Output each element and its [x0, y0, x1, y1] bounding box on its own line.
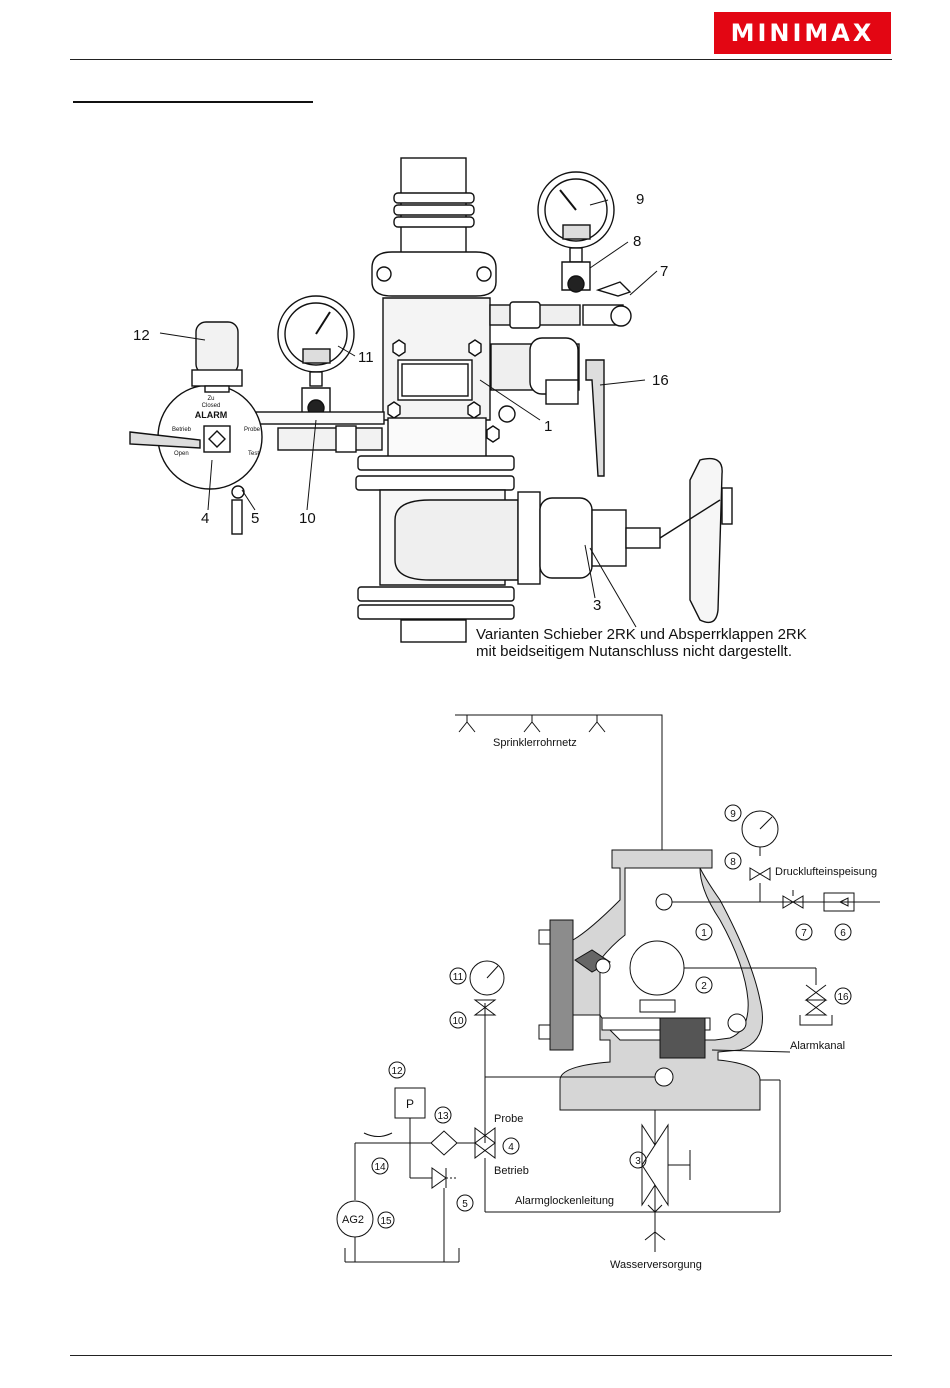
callout-8: 8 — [633, 233, 641, 250]
gauge-11-symbol — [469, 960, 505, 996]
valve-flange-section — [549, 919, 574, 1051]
callout-5: 5 — [251, 510, 259, 527]
handwheel — [689, 457, 723, 624]
alarm-lever — [129, 431, 201, 449]
label-p: P — [406, 1097, 414, 1111]
num-16: 16 — [837, 992, 849, 1003]
num-3: 3 — [635, 1156, 641, 1167]
num-13: 13 — [437, 1111, 449, 1122]
sprinkler-main-line — [455, 714, 663, 850]
filter-13-symbol — [430, 1130, 458, 1156]
footer-rule — [70, 1355, 892, 1356]
dial-open: Open — [174, 451, 189, 457]
nameplate — [397, 359, 473, 401]
middle-flange — [357, 455, 515, 471]
pressure-switch-12-symbol — [394, 1087, 426, 1119]
valve-lever-16 — [585, 359, 605, 477]
top-coupling — [371, 251, 497, 297]
alarm-pressure-switch — [195, 321, 239, 375]
num-1: 1 — [701, 928, 707, 939]
number-circles — [371, 804, 852, 1229]
schematic-labels: Sprinklerrohrnetz Drucklufteinspeisung A… — [342, 737, 877, 1271]
minimax-logo: MINIMAX — [714, 12, 891, 54]
dial-test: Test — [248, 451, 259, 457]
callout-1: 1 — [544, 418, 552, 435]
num-7: 7 — [801, 928, 807, 939]
num-15: 15 — [380, 1216, 392, 1227]
heading-underline — [73, 101, 313, 103]
label-alarmkanal: Alarmkanal — [790, 1040, 845, 1052]
filter-6-symbol — [823, 892, 855, 912]
header-rule — [70, 59, 892, 60]
callout-7: 7 — [660, 263, 668, 280]
callout-leaders — [159, 199, 658, 628]
label-sprinkler: Sprinklerrohrnetz — [493, 737, 577, 749]
label-wasser: Wasserversorgung — [610, 1259, 702, 1271]
num-5: 5 — [462, 1199, 468, 1210]
num-8: 8 — [730, 857, 736, 868]
num-9: 9 — [730, 809, 736, 820]
num-4: 4 — [508, 1142, 514, 1153]
dial-betrieb: Betrieb — [172, 427, 192, 433]
note-line-1: Varianten Schieber 2RK und Absperrklappe… — [476, 626, 807, 643]
num-6: 6 — [840, 928, 846, 939]
num-12: 12 — [391, 1066, 403, 1077]
dial-probe: Probe — [244, 427, 261, 433]
label-betrieb: Betrieb — [494, 1165, 529, 1177]
dial-closed: Closed — [202, 403, 221, 409]
label-alarmglocke: Alarmglockenleitung — [515, 1195, 614, 1207]
dial-zu: Zu — [207, 396, 214, 402]
note-line-2: mit beidseitigem Nutanschluss nicht darg… — [476, 643, 792, 660]
valve-station-drawing — [129, 157, 733, 643]
callout-9: 9 — [636, 191, 644, 208]
num-2: 2 — [701, 981, 707, 992]
drawing-note: Varianten Schieber 2RK und Absperrklappe… — [476, 626, 807, 660]
dial-alarm: ALARM — [195, 410, 228, 420]
sprinkler-heads — [458, 715, 606, 733]
callout-16: 16 — [652, 372, 669, 389]
callout-11: 11 — [358, 349, 374, 366]
num-11: 11 — [453, 972, 464, 983]
label-probe: Probe — [494, 1113, 523, 1125]
num-14: 14 — [374, 1162, 386, 1173]
label-ag2: AG2 — [342, 1214, 364, 1226]
clapper-float — [629, 940, 685, 996]
label-druckluft: Drucklufteinspeisung — [775, 866, 877, 878]
lower-pipe — [400, 619, 467, 643]
schematic-numbers: 9 8 1 7 6 2 16 11 10 12 13 4 14 3 5 15 — [374, 809, 849, 1227]
callout-4: 4 — [201, 510, 209, 527]
dial-labels: Zu Closed ALARM Betrieb Open Probe Test — [172, 396, 261, 457]
callout-12: 12 — [133, 327, 150, 344]
callout-numbers: 12 9 8 7 11 16 1 4 5 10 3 — [133, 191, 669, 614]
callout-10: 10 — [299, 510, 316, 527]
clapper-seat — [659, 1017, 706, 1059]
logo-text: MINIMAX — [730, 19, 875, 47]
callout-3: 3 — [593, 597, 601, 614]
schematic-diagram — [336, 714, 880, 1263]
num-10: 10 — [452, 1016, 464, 1027]
